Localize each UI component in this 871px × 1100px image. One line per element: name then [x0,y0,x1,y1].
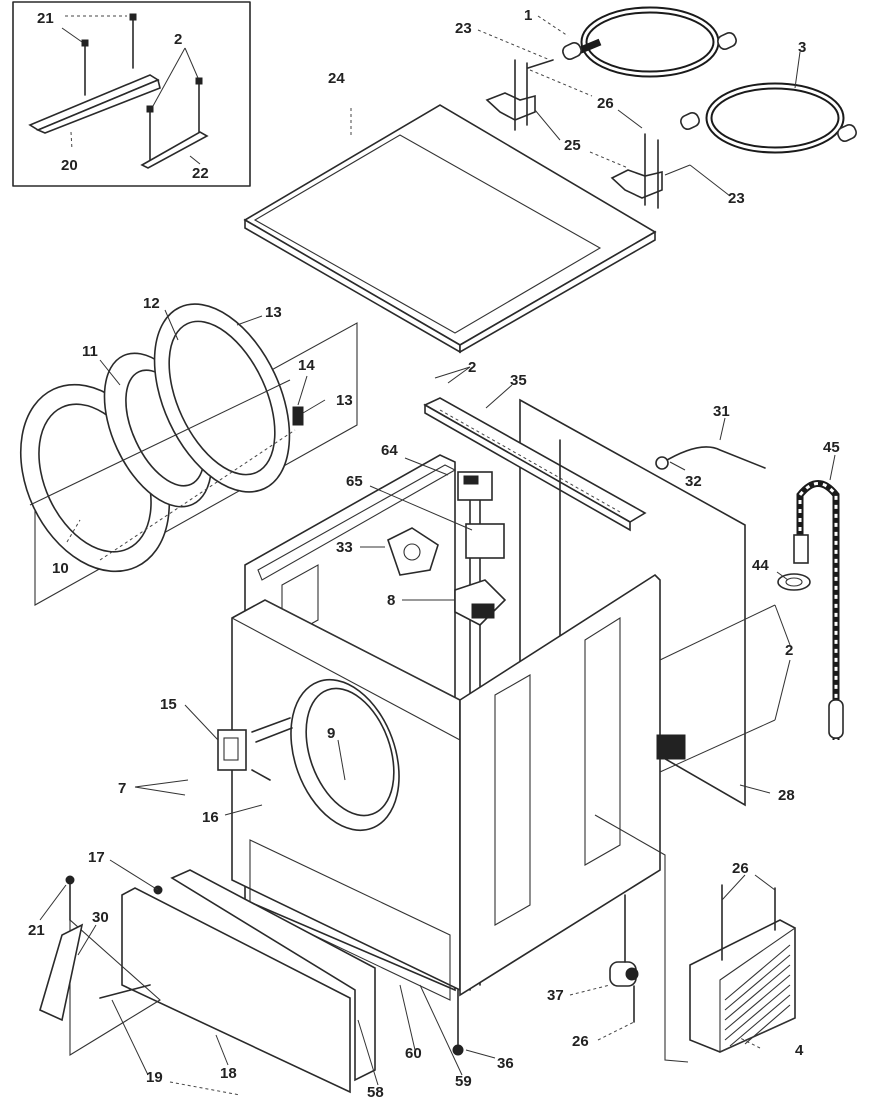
component-65 [465,523,505,559]
callout-10: 10 [52,560,69,577]
pressure-switch-33 [387,527,439,576]
inset-mounting-brackets: 21 2 20 22 [12,1,251,187]
door-frame-12 [153,303,291,493]
callout-23-right: 23 [728,190,745,207]
bracket-22 [140,131,209,169]
foot-bracket-30 [39,923,84,1022]
door-assembly [19,303,358,606]
callout-64: 64 [381,442,398,459]
callout-32: 32 [685,473,702,490]
callout-19: 19 [146,1069,163,1086]
kick-panel-18 [121,887,351,1094]
callout-8: 8 [387,592,395,609]
hinge-15 [217,729,247,771]
callout-26-box: 26 [732,860,749,877]
callout-45: 45 [823,439,840,456]
callout-12: 12 [143,295,160,312]
callout-58: 58 [367,1084,384,1100]
callout-15: 15 [160,696,177,713]
callout-22: 22 [192,165,209,182]
vent-grille [724,944,791,1047]
callout-23-top: 23 [455,20,472,37]
callout-9: 9 [327,725,335,742]
callout-18: 18 [220,1065,237,1082]
callout-36: 36 [497,1055,514,1072]
callout-2-inset: 2 [174,31,182,48]
foot-36 [452,1044,464,1056]
callout-14: 14 [298,357,315,374]
callout-1: 1 [524,7,532,24]
callout-44: 44 [752,557,769,574]
callout-28: 28 [778,787,795,804]
callouts: 1 3 23 24 26 25 23 12 13 11 14 13 10 2 3… [28,7,840,1100]
callout-2-upper: 2 [468,359,476,376]
callout-17: 17 [88,849,105,866]
callout-21: 21 [28,922,45,939]
callout-7: 7 [118,780,126,797]
inlet-hose-3 [680,82,857,154]
callout-65: 65 [346,473,363,490]
callout-37: 37 [547,987,564,1004]
callout-13-top: 13 [265,304,282,321]
callout-4: 4 [795,1042,804,1059]
callout-24: 24 [328,70,345,87]
inlet-hose-1 [562,6,737,78]
leader-lines [39,15,836,1096]
callout-13-right: 13 [336,392,353,409]
filter-cover-4 [689,919,796,1053]
rear-components [594,814,796,1063]
callout-26-bottom: 26 [572,1033,589,1050]
door-opening-9 [290,678,400,832]
callout-33: 33 [336,539,353,556]
top-panel-24 [243,104,657,354]
cabinet [217,397,746,1001]
callout-25: 25 [564,137,581,154]
callout-20: 20 [61,157,78,174]
callout-3: 3 [798,39,806,56]
callout-30: 30 [92,909,109,926]
callout-21-inset: 21 [37,10,54,27]
internal-components [387,446,844,760]
door-hinge-14 [292,406,304,426]
bracket-20 [28,74,160,131]
inset-frame [12,1,251,187]
top-brackets-25 [485,59,663,209]
callout-11: 11 [82,343,98,360]
callout-60: 60 [405,1045,422,1062]
callout-16: 16 [202,809,219,826]
power-cord-31 [661,446,766,469]
callout-35: 35 [510,372,527,389]
callout-26-top: 26 [597,95,614,112]
right-side-panel [459,573,661,997]
kick-panel-assembly [39,869,464,1094]
grille [656,734,686,760]
callout-2-right: 2 [785,642,793,659]
callout-59: 59 [455,1073,472,1090]
callout-31: 31 [713,403,730,420]
